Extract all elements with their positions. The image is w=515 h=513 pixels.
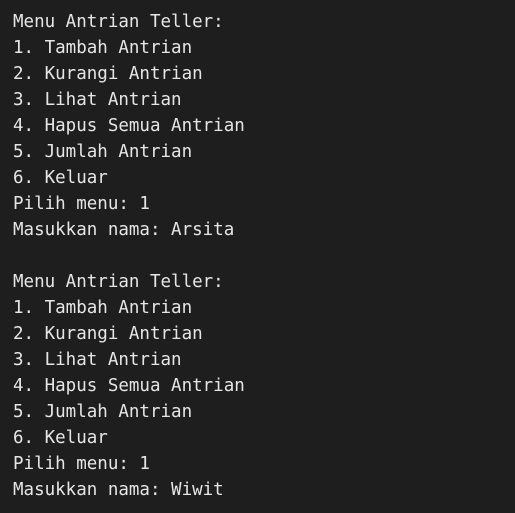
blank-line bbox=[13, 243, 515, 269]
name-input-prompt: Masukkan nama: Wiwit bbox=[13, 480, 224, 500]
menu-option-5: 5. Jumlah Antrian bbox=[13, 142, 193, 162]
menu-option-3: 3. Lihat Antrian bbox=[13, 350, 182, 370]
menu-option-6: 6. Keluar bbox=[13, 168, 108, 188]
menu-header: Menu Antrian Teller: bbox=[13, 272, 224, 292]
menu-option-2: 2. Kurangi Antrian bbox=[13, 324, 203, 344]
menu-option-1: 1. Tambah Antrian bbox=[13, 38, 193, 58]
menu-option-4: 4. Hapus Semua Antrian bbox=[13, 376, 245, 396]
menu-option-1: 1. Tambah Antrian bbox=[13, 298, 193, 318]
menu-block-1: Menu Antrian Teller: 1. Tambah Antrian 2… bbox=[13, 9, 515, 243]
name-input-prompt: Masukkan nama: Arsita bbox=[13, 220, 235, 240]
menu-option-6: 6. Keluar bbox=[13, 428, 108, 448]
menu-header: Menu Antrian Teller: bbox=[13, 12, 224, 32]
menu-block-2: Menu Antrian Teller: 1. Tambah Antrian 2… bbox=[13, 269, 515, 503]
menu-option-2: 2. Kurangi Antrian bbox=[13, 64, 203, 84]
menu-option-5: 5. Jumlah Antrian bbox=[13, 402, 193, 422]
menu-option-3: 3. Lihat Antrian bbox=[13, 90, 182, 110]
menu-choice-prompt: Pilih menu: 1 bbox=[13, 194, 150, 214]
menu-option-4: 4. Hapus Semua Antrian bbox=[13, 116, 245, 136]
menu-choice-prompt: Pilih menu: 1 bbox=[13, 454, 150, 474]
